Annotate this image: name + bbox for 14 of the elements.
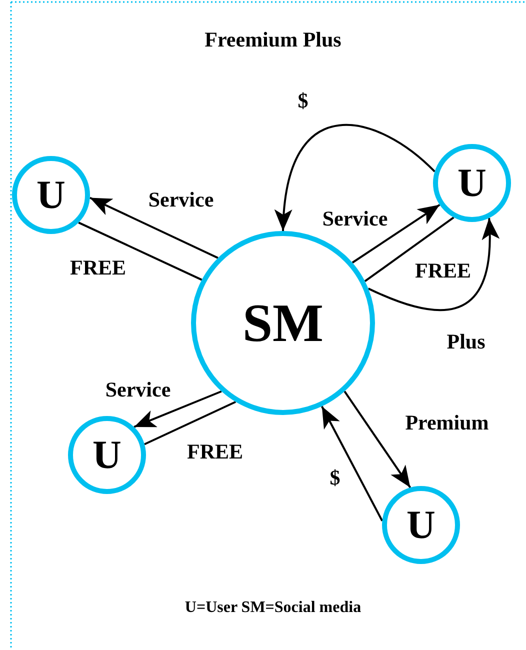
node-label: U	[92, 435, 122, 475]
arrow	[276, 124, 436, 232]
arrow	[89, 196, 218, 259]
node-label: U	[458, 163, 486, 203]
caption: U=User SM=Social media	[184, 599, 362, 617]
arrow	[321, 406, 384, 522]
node-label: SM	[242, 296, 324, 350]
arrow	[368, 218, 499, 312]
arrow	[344, 390, 412, 488]
arrow	[352, 204, 440, 264]
diagram-title: Freemium Plus	[204, 28, 342, 52]
node-label: U	[36, 175, 66, 215]
node-label: U	[406, 505, 436, 545]
arrow	[134, 390, 222, 428]
